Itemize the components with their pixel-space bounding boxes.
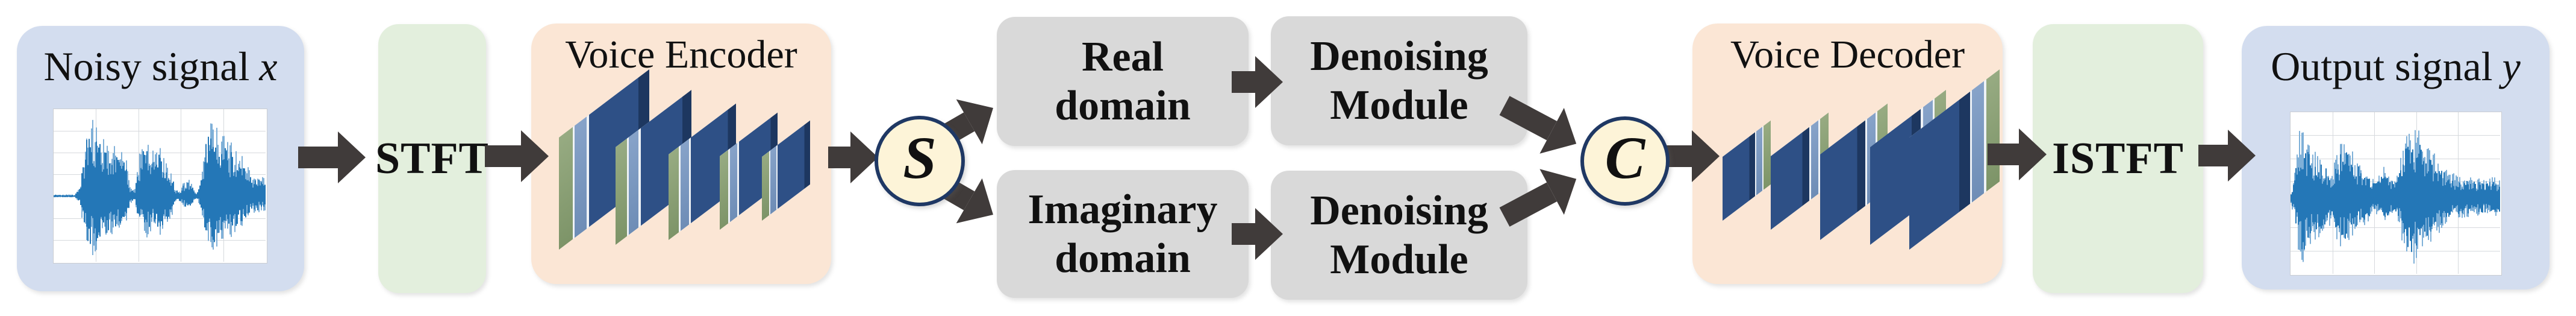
voice-encoder-box: Voice Encoder <box>531 24 831 284</box>
istft-box: ISTFT <box>2033 24 2203 293</box>
arrow-encoder-to-split <box>828 131 878 183</box>
decoder-layer-stack <box>1692 24 2003 284</box>
arrow-decoder-to-istft <box>1988 128 2047 180</box>
split-junction-label: S <box>903 124 937 191</box>
split-junction: S <box>875 116 965 206</box>
concat-junction: C <box>1580 116 1670 206</box>
arrow-concat-to-decoder <box>1665 130 1720 182</box>
istft-label: ISTFT <box>2052 133 2184 183</box>
output-signal-label: Output signal <box>2271 43 2493 89</box>
arrow-istft-to-output <box>2198 130 2256 182</box>
conv-layer-slab <box>1723 120 1771 221</box>
arrow-imaginary-to-denoising <box>1232 208 1283 260</box>
arrow-stft-to-encoder <box>485 130 549 182</box>
arrow-real-to-denoising <box>1232 56 1283 108</box>
stft-box: STFT <box>375 24 490 293</box>
conv-layer-slab <box>1909 69 2000 250</box>
encoder-layer-stack <box>531 24 831 284</box>
voice-decoder-box: Voice Decoder <box>1692 24 2003 284</box>
stft-label: STFT <box>375 133 490 183</box>
concat-junction-label: C <box>1605 124 1645 191</box>
voice-decoder-title: Voice Decoder <box>1730 33 1965 77</box>
output-waveform-icon <box>2290 112 2502 276</box>
output-signal-variable: y <box>2502 43 2521 89</box>
voice-encoder-title: Voice Encoder <box>565 33 797 77</box>
noisy-waveform-icon <box>53 109 267 264</box>
arrow-noisy-to-stft <box>298 131 366 183</box>
noisy-signal-variable: x <box>259 43 278 89</box>
noisy-signal-label: Noisy signal <box>43 43 250 89</box>
